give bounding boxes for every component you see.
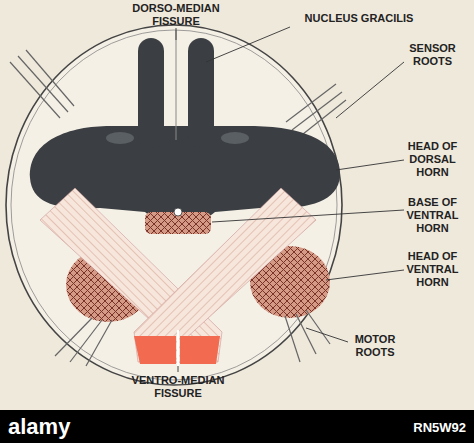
leader-line	[306, 328, 348, 342]
cord-outline	[6, 25, 342, 385]
part-label: HEAD OF VENTRAL HORN	[395, 250, 470, 289]
dorsal-horn-spot	[221, 132, 249, 144]
dorsal-horn-spot	[106, 132, 134, 144]
part-label: SENSOR ROOTS	[395, 42, 470, 68]
part-label: DORSO-MEDIAN FISSURE	[126, 2, 226, 28]
part-label: NUCLEUS GRACILIS	[284, 12, 434, 25]
part-label: HEAD OF DORSAL HORN	[395, 140, 470, 179]
dorso-median-fissure	[176, 30, 177, 140]
posterior-column-left	[138, 38, 164, 148]
watermark: alamy	[8, 414, 108, 439]
central-canal	[174, 208, 182, 216]
leader-line	[212, 210, 404, 222]
watermark: RN5W92	[360, 420, 466, 436]
ventral-column-right	[180, 336, 220, 364]
leader-line	[176, 28, 177, 40]
watermark-bar	[0, 410, 474, 443]
leader-line	[336, 160, 404, 170]
sensor-root-lines	[10, 50, 346, 138]
motor-root-lines	[55, 310, 330, 366]
part-label: BASE OF VENTRAL HORN	[395, 196, 470, 235]
leader-line	[206, 27, 290, 62]
leader-line	[336, 62, 404, 118]
crossing-fibers	[134, 188, 316, 362]
ventral-column-left	[134, 336, 176, 364]
leader-line	[178, 366, 179, 372]
ventro-median-fissure	[177, 330, 179, 366]
part-label: MOTOR ROOTS	[340, 333, 410, 359]
leader-line	[326, 270, 404, 280]
posterior-column-right	[188, 38, 214, 148]
part-label: VENTRO-MEDIAN FISSURE	[120, 374, 236, 400]
